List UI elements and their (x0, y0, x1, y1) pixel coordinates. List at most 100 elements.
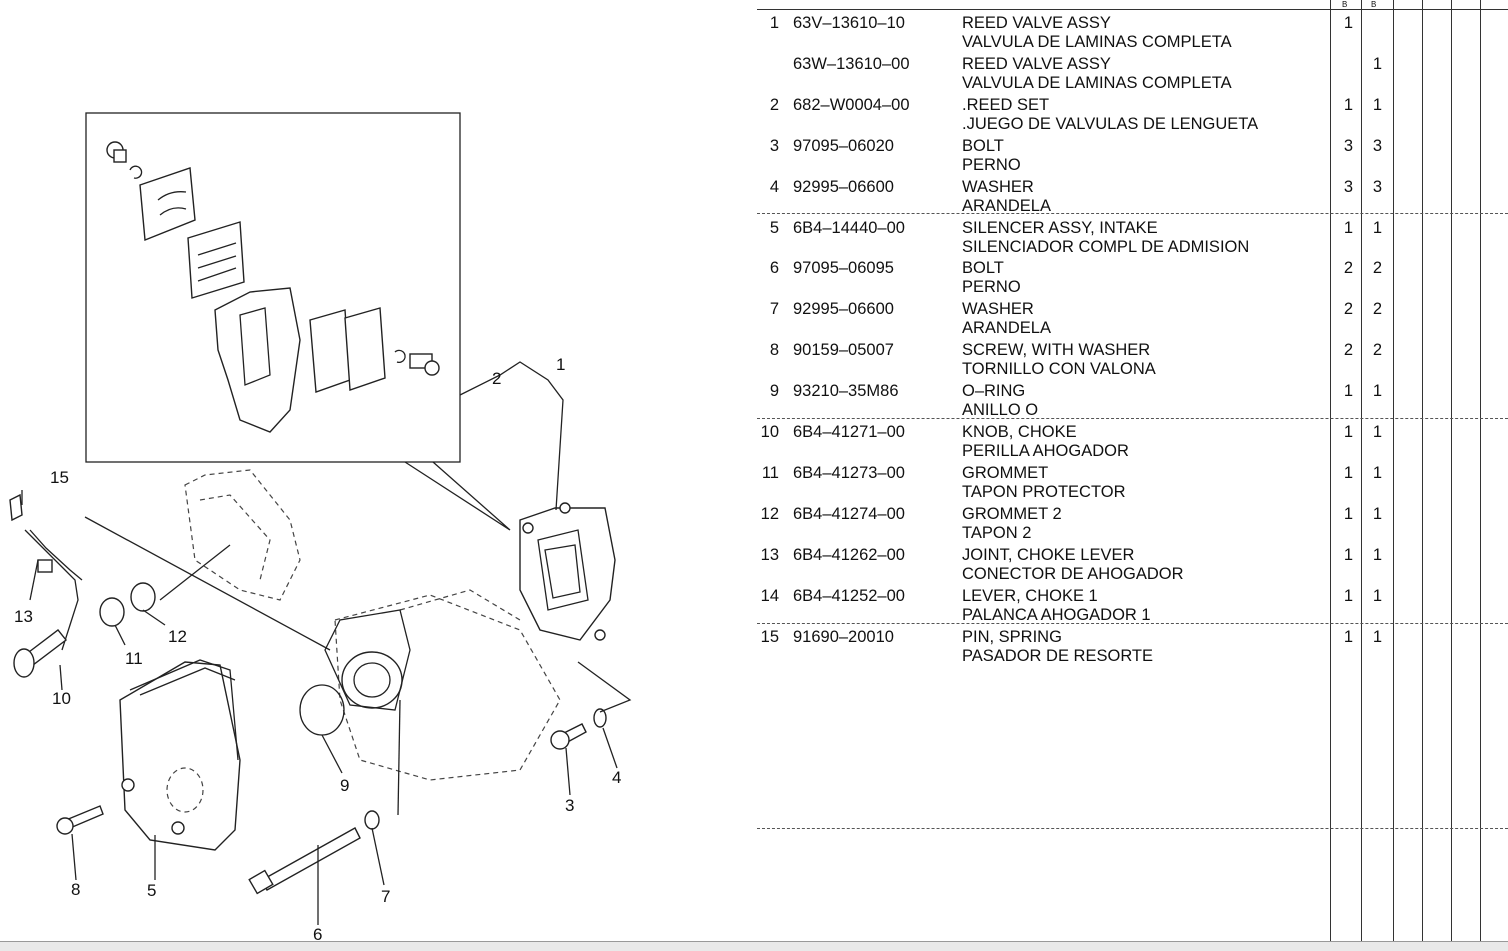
description-english: GROMMET (962, 463, 1049, 482)
callout-15: 15 (50, 468, 69, 487)
description-english: REED VALVE ASSY (962, 14, 1111, 32)
description-spanish: PERILLA AHOGADOR (962, 442, 1129, 460)
choke-knob (13, 629, 67, 678)
description-spanish: CONECTOR DE AHOGADOR (962, 564, 1184, 583)
quantity-model-a: 3 (1343, 177, 1353, 196)
quantity-model-b: 1 (1372, 627, 1382, 646)
quantity-model-a: 1 (1343, 504, 1353, 523)
quantity-model-a: 1 (1343, 218, 1353, 237)
description-spanish: TAPON 2 (962, 523, 1032, 542)
ref-number: 11 (761, 463, 779, 482)
ref-number: 12 (760, 504, 779, 523)
ref-number: 10 (760, 423, 779, 441)
quantity-model-a: 1 (1343, 545, 1353, 564)
quantity-model-a: 1 (1343, 14, 1353, 32)
quantity-model-b: 3 (1372, 136, 1382, 155)
description-spanish: PERNO (962, 278, 1021, 297)
description-spanish: VALVULA DE LAMINAS COMPLETA (962, 73, 1232, 92)
part-number: 63W–13610–00 (793, 54, 910, 73)
group-separator (757, 623, 1508, 624)
ref-number: 6 (769, 259, 779, 278)
quantity-model-b: 2 (1372, 300, 1382, 319)
part-number: 91690–20010 (793, 627, 894, 646)
description-english: JOINT, CHOKE LEVER (962, 545, 1135, 564)
part-number: 682–W0004–00 (793, 95, 910, 114)
callout-5: 5 (147, 881, 156, 900)
callout-8: 8 (71, 880, 80, 899)
description-spanish: ARANDELA (962, 319, 1051, 338)
screw-8 (56, 805, 104, 835)
part-number: 6B4–14440–00 (793, 218, 905, 237)
ref-number: 9 (769, 382, 779, 401)
reed-valve-assembly (519, 502, 616, 641)
intake-silencer (119, 659, 241, 851)
part-number: 63V–13610–10 (793, 14, 905, 32)
quantity-model-a: 2 (1343, 341, 1353, 360)
bottom-scrollbar-strip (0, 941, 1508, 951)
description-english: O–RING (962, 382, 1026, 401)
part-number: 97095–06095 (793, 259, 894, 278)
callout-1: 1 (556, 355, 565, 374)
column-rule (1361, 0, 1362, 944)
group-separator (757, 418, 1508, 419)
quantity-model-a: 1 (1343, 95, 1353, 114)
description-spanish: PERNO (962, 155, 1021, 174)
callout-9: 9 (340, 776, 349, 795)
choke-lever (9, 493, 83, 651)
part-number: 6B4–41274–00 (793, 504, 905, 523)
inset-pointer-lines (404, 461, 511, 531)
description-spanish: PALANCA AHOGADOR 1 (962, 605, 1151, 624)
exploded-parts-diagram: 1 2 3 4 5 6 7 8 9 10 11 12 13 15 (9, 112, 632, 944)
cowling-outline (184, 469, 301, 601)
callout-13: 13 (14, 607, 33, 626)
description-english: PIN, SPRING (962, 627, 1062, 646)
description-english: KNOB, CHOKE (962, 423, 1077, 441)
inset-reed-parts (106, 141, 440, 433)
description-spanish: ARANDELA (962, 196, 1051, 215)
description-english: SILENCER ASSY, INTAKE (962, 218, 1158, 237)
description-english: GROMMET 2 (962, 504, 1062, 523)
description-english: BOLT (962, 259, 1004, 278)
ref-number: 2 (769, 95, 779, 114)
quantity-model-b: 1 (1372, 382, 1382, 401)
description-spanish: TORNILLO CON VALONA (962, 360, 1156, 379)
group-separator (757, 828, 1508, 829)
bolt-3 (550, 723, 587, 750)
description-spanish: .JUEGO DE VALVULAS DE LENGUETA (962, 114, 1259, 133)
column-rule (1451, 0, 1452, 944)
leader-lines (21, 361, 632, 925)
inset-detail-box (85, 112, 461, 463)
model-column-header-a: B (1342, 0, 1348, 9)
quantity-model-a: 1 (1343, 586, 1353, 605)
ref-number: 8 (769, 341, 779, 360)
description-english: LEVER, CHOKE 1 (962, 586, 1098, 605)
part-number: 6B4–41271–00 (793, 423, 905, 441)
quantity-model-b: 3 (1372, 177, 1382, 196)
washer-4 (593, 708, 607, 728)
quantity-model-b: 1 (1372, 218, 1382, 237)
quantity-model-a: 3 (1343, 136, 1353, 155)
quantity-model-b: 2 (1372, 259, 1382, 278)
callout-4: 4 (612, 768, 621, 787)
ref-number: 14 (760, 586, 779, 605)
description-spanish: VALVULA DE LAMINAS COMPLETA (962, 33, 1232, 51)
quantity-model-a: 1 (1343, 627, 1353, 646)
part-number: 6B4–41262–00 (793, 545, 905, 564)
ref-number: 4 (769, 177, 779, 196)
callout-10: 10 (52, 689, 71, 708)
callout-7: 7 (381, 887, 390, 906)
ref-number: 3 (769, 136, 779, 155)
